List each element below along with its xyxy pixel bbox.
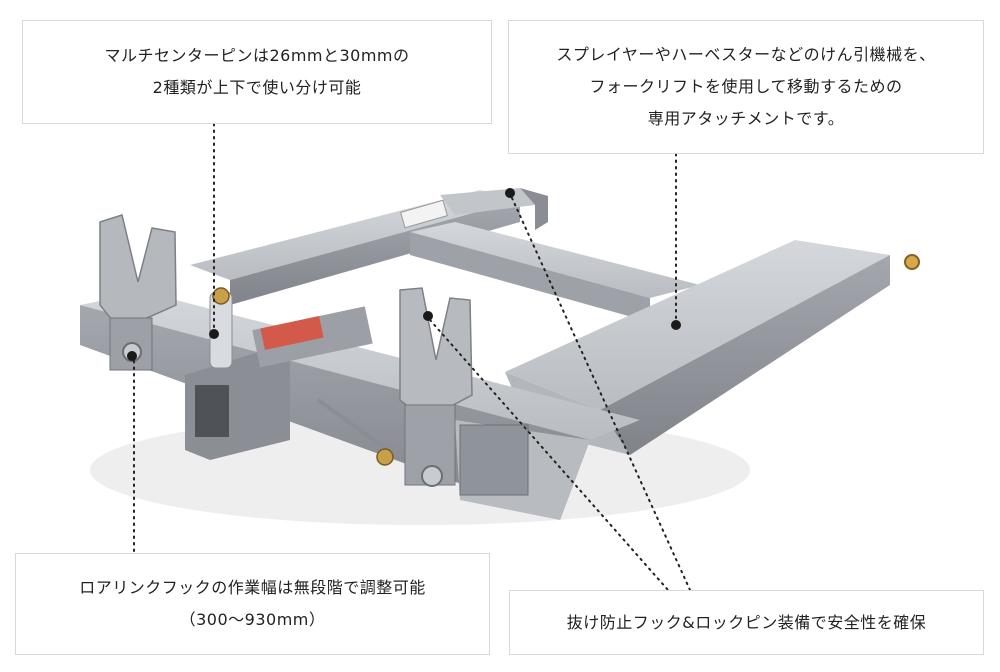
callout-description-line1: スプレイヤーやハーベスターなどのけん引機械を、 (556, 45, 936, 64)
callout-lower-link-line1: ロアリンクフックの作業幅は無段階で調整可能 (79, 578, 426, 597)
callout-lower-link-line2: （300〜930mm） (179, 610, 326, 629)
callout-safety: 抜け防止フック&ロックピン装備で安全性を確保 (509, 590, 984, 655)
callout-lower-link-width: ロアリンクフックの作業幅は無段階で調整可能 （300〜930mm） (15, 553, 490, 655)
callout-center-pin: マルチセンターピンは26mmと30mmの 2種類が上下で使い分け可能 (22, 20, 492, 124)
marker-dot-lower-link (127, 351, 137, 361)
callout-safety-line1: 抜け防止フック&ロックピン装備で安全性を確保 (566, 612, 927, 632)
marker-dot-hook (423, 311, 433, 321)
callout-description-line3: 専用アタッチメントです。 (647, 109, 845, 128)
callout-product-description: スプレイヤーやハーベスターなどのけん引機械を、 フォークリフトを使用して移動する… (508, 20, 984, 154)
callout-center-pin-line2: 2種類が上下で使い分け可能 (152, 78, 362, 97)
hitch-receiver (185, 306, 373, 460)
callout-center-pin-line1: マルチセンターピンは26mmと30mmの (104, 46, 410, 65)
marker-dot-lock-pin (505, 188, 515, 198)
callout-description-line2: フォークリフトを使用して移動するための (589, 77, 903, 96)
multi-center-pin (209, 287, 233, 369)
marker-dot-center-pin (209, 329, 219, 339)
marker-dot-frame (671, 320, 681, 330)
